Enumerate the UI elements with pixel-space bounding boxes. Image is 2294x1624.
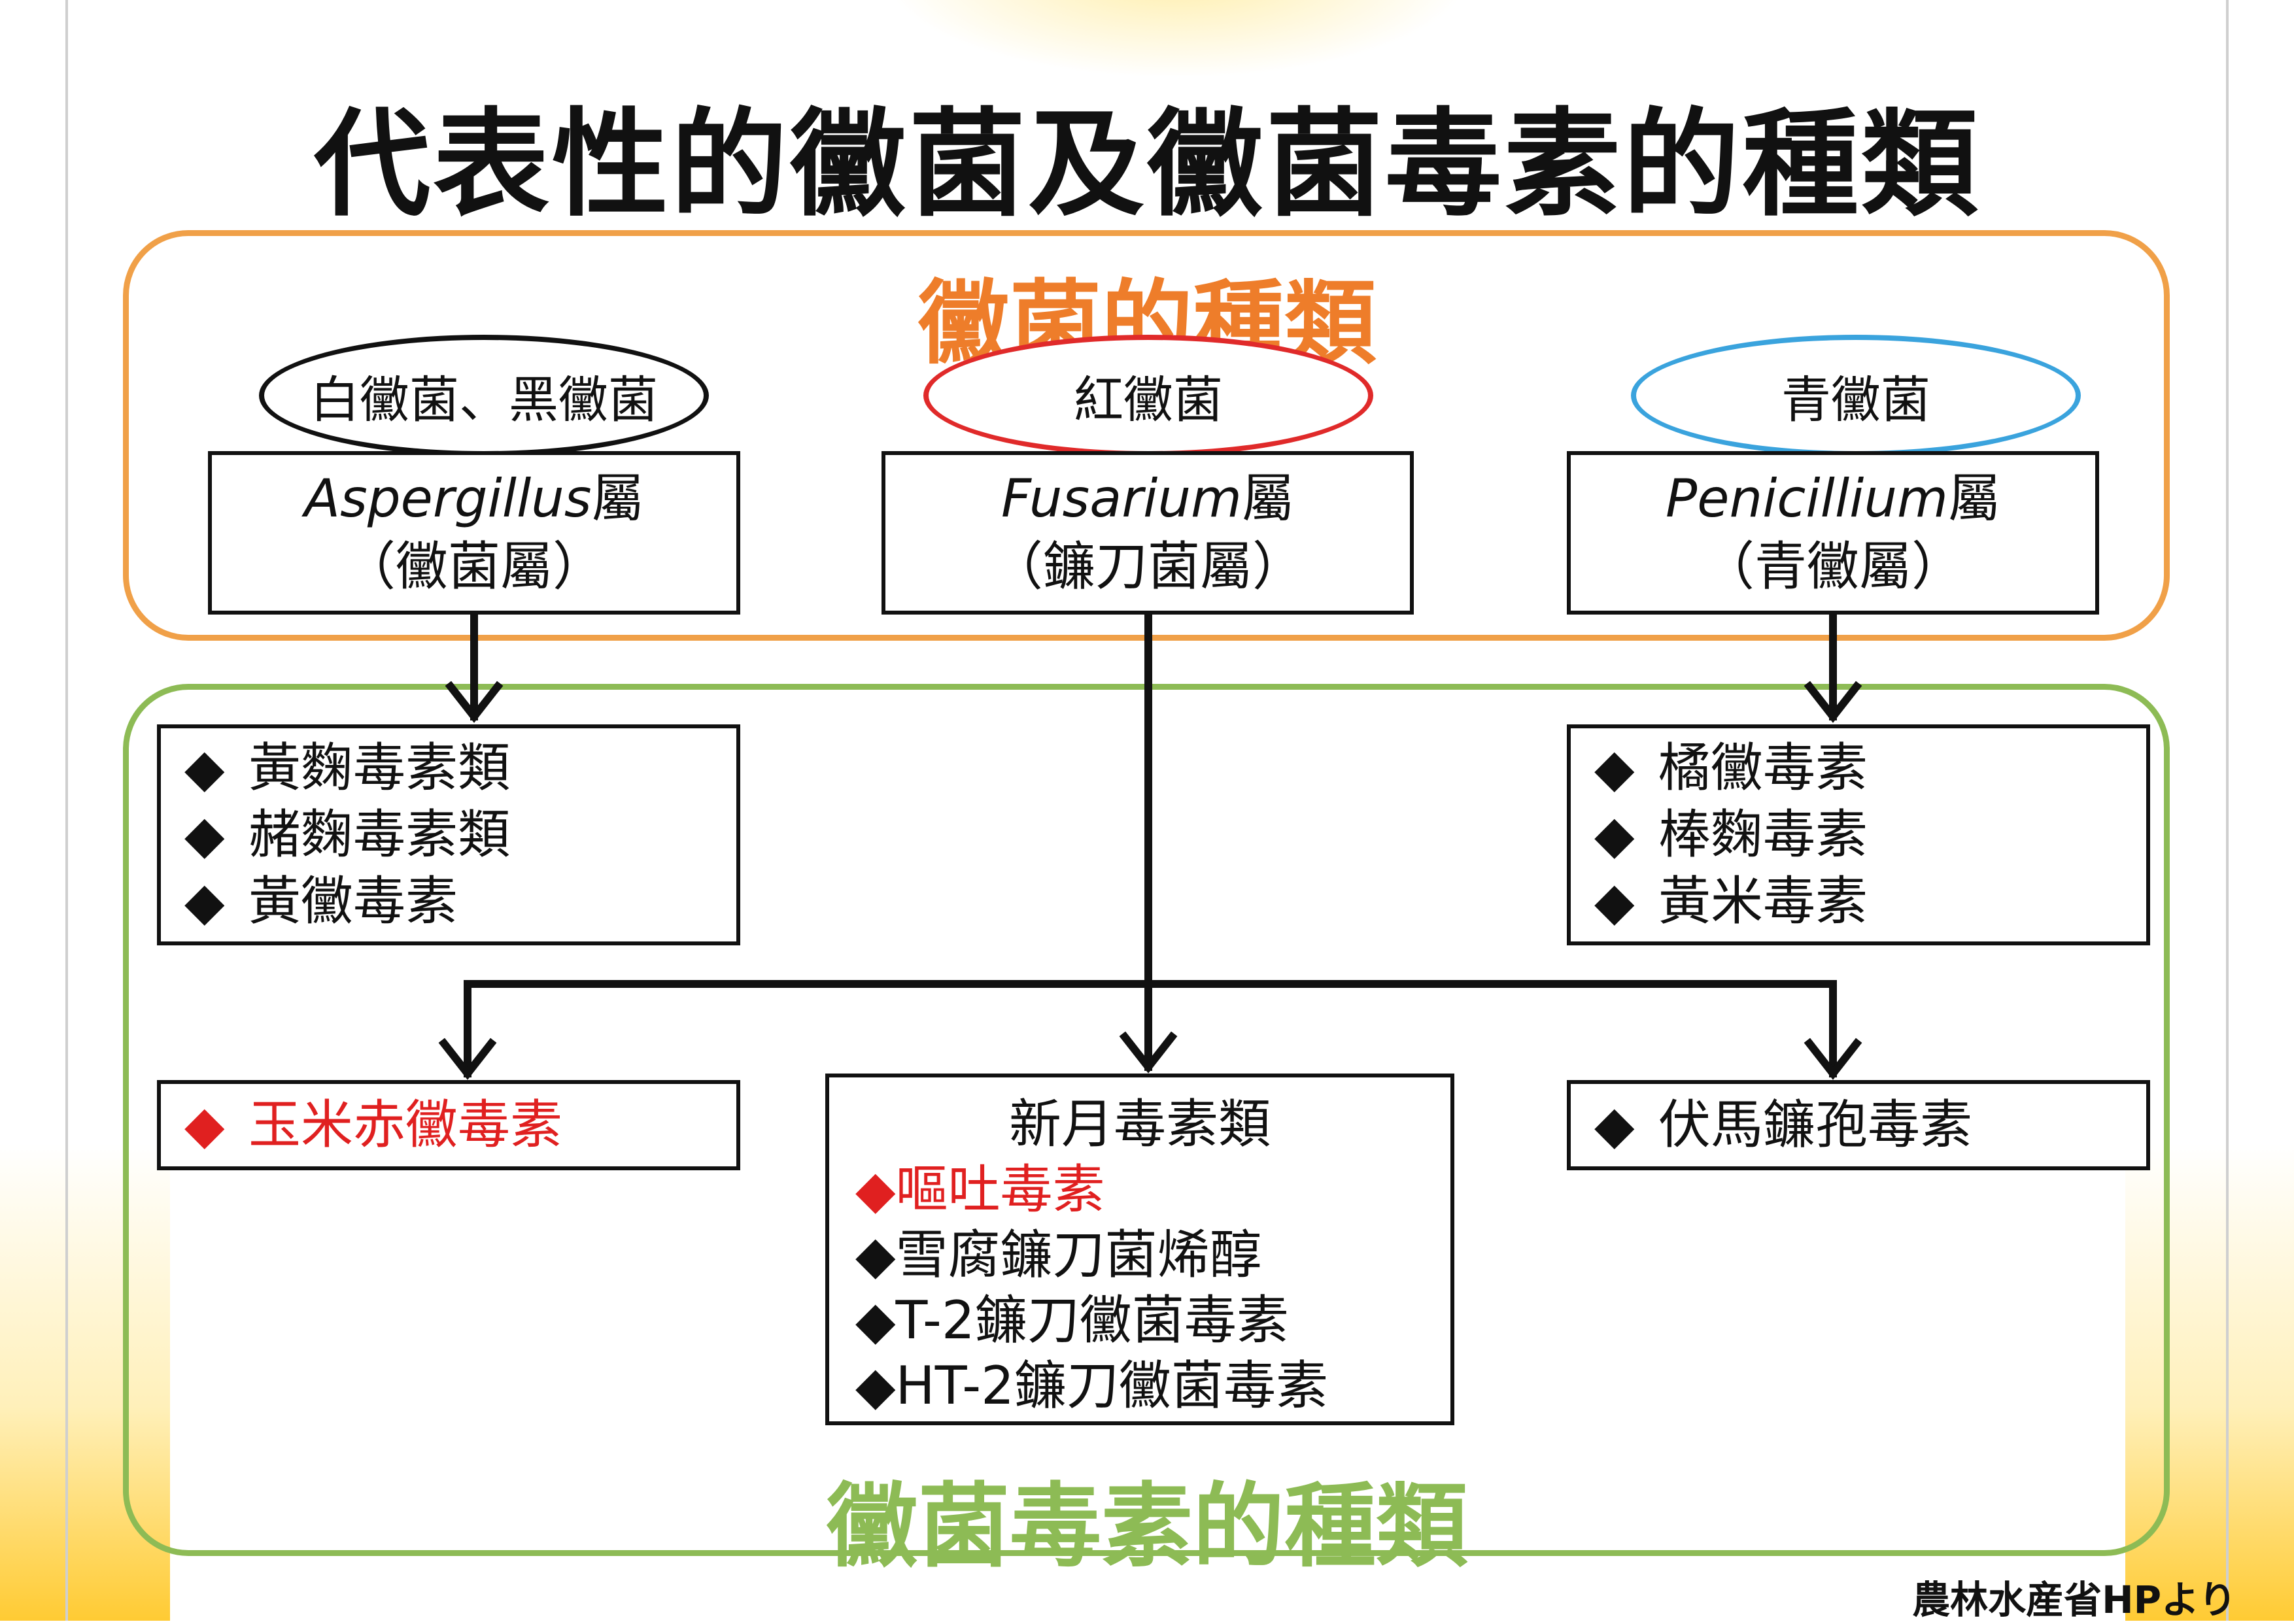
genus-latin: Penicillium [1666,468,1948,529]
diamond-bullet-icon: ◆ [1594,871,1635,932]
genus-name: Fusarium屬 [1001,465,1294,533]
toxin-name: T-2鐮刀黴菌毒素 [895,1290,1289,1351]
genus-latin: Aspergillus [304,468,592,529]
list-item: ◆HT-2鐮刀黴菌毒素 [855,1353,1450,1419]
list-item: ◆ 橘黴毒素 [1594,735,2146,802]
diamond-bullet-icon: ◆ [855,1355,896,1416]
list-item: ◆ 黃麴毒素類 [184,735,736,802]
ellipse-label: 白黴菌、黑黴菌 [310,371,658,429]
page-border-left [65,0,68,1621]
background-glow-left [0,1144,170,1621]
genus-suffix: 屬 [1947,468,2000,529]
list-item: ◆ 伏馬鐮孢毒素 [1594,1092,2146,1159]
ellipse-label: 紅黴菌 [1074,371,1223,429]
toxin-name: 橘黴毒素 [1658,737,1868,798]
list-item: ◆ 赭麴毒素類 [184,802,736,868]
genus-common-name: （黴菌屬） [343,536,605,597]
toxin-name: 黃麴毒素類 [248,737,510,798]
background-glow-top [883,0,1471,78]
ellipse-red-mold: 紅黴菌 [923,335,1373,456]
list-item: ◆ 黃米毒素 [1594,868,2146,935]
arrow-fumonisin-head [1804,1038,1862,1080]
genus-latin: Fusarium [1001,468,1242,529]
arrow-zearalenone-head [438,1038,497,1080]
ellipse-label: 青黴菌 [1781,371,1930,429]
source-credit: 農林水産省HPより [1912,1578,2236,1622]
genus-box-aspergillus: Aspergillus屬 （黴菌屬） [208,451,740,615]
diamond-bullet-icon: ◆ [184,737,225,798]
list-item: ◆嘔吐毒素 [855,1157,1450,1223]
diamond-bullet-icon: ◆ [855,1290,896,1351]
list-item: ◆T-2鐮刀黴菌毒素 [855,1288,1450,1353]
page-border-right [2226,0,2229,1621]
genus-name: Aspergillus屬 [304,465,643,533]
toxin-name: HT-2鐮刀黴菌毒素 [895,1355,1328,1416]
list-item: ◆ 玉米赤黴毒素 [184,1092,736,1159]
list-item: ◆雪腐鐮刀菌烯醇 [855,1223,1450,1288]
genus-box-penicillium: Penicillium屬 （青黴屬） [1567,451,2099,615]
genus-name: Penicillium屬 [1666,465,2000,533]
toxin-name: 黃米毒素 [1658,871,1868,932]
toxin-name: 雪腐鐮刀菌烯醇 [895,1225,1262,1285]
toxin-name: 棒麴毒素 [1658,804,1868,865]
list-item: ◆ 棒麴毒素 [1594,802,2146,868]
diamond-bullet-icon: ◆ [855,1159,896,1220]
penicillium-toxin-list: ◆ 橘黴毒素 ◆ 棒麴毒素 ◆ 黃米毒素 [1567,724,2150,945]
toxin-name: 玉米赤黴毒素 [248,1094,562,1155]
fumonisin-box: ◆ 伏馬鐮孢毒素 [1567,1080,2150,1170]
toxin-name: 赭麴毒素類 [248,804,510,865]
toxin-name: 黃黴毒素 [248,871,458,932]
diamond-bullet-icon: ◆ [184,804,225,865]
genus-suffix: 屬 [1241,468,1294,529]
zearalenone-box: ◆ 玉米赤黴毒素 [157,1080,740,1170]
diamond-bullet-icon: ◆ [1594,804,1635,865]
page-title: 代表性的黴菌及黴菌毒素的種類 [314,97,1980,232]
list-item: ◆ 黃黴毒素 [184,868,736,935]
aspergillus-toxin-list: ◆ 黃麴毒素類 ◆ 赭麴毒素類 ◆ 黃黴毒素 [157,724,740,945]
toxins-section-title: 黴菌毒素的種類 [826,1474,1467,1580]
genus-box-fusarium: Fusarium屬 （鐮刀菌屬） [882,451,1414,615]
genus-suffix: 屬 [591,468,644,529]
diamond-bullet-icon: ◆ [184,1094,225,1155]
diamond-bullet-icon: ◆ [184,871,225,932]
diamond-bullet-icon: ◆ [1594,737,1635,798]
diamond-bullet-icon: ◆ [855,1225,896,1285]
fusarium-toxin-list: 新月毒素類 ◆嘔吐毒素 ◆雪腐鐮刀菌烯醇 ◆T-2鐮刀黴菌毒素 ◆HT-2鐮刀黴… [825,1074,1454,1425]
ellipse-blue-mold: 青黴菌 [1631,335,2081,456]
arrow-fusarium-head [1119,1031,1178,1074]
arrow-aspergillus-head [445,681,504,723]
toxin-name: 嘔吐毒素 [895,1159,1105,1220]
arrow-penicillium-head [1804,681,1862,723]
diamond-bullet-icon: ◆ [1594,1094,1635,1155]
ellipse-white-black-mold: 白黴菌、黑黴菌 [259,335,709,456]
list-heading: 新月毒素類 [1009,1094,1271,1155]
toxin-name: 伏馬鐮孢毒素 [1658,1094,1972,1155]
genus-common-name: （青黴屬） [1702,536,1964,597]
background-glow-right [2125,1144,2294,1621]
genus-common-name: （鐮刀菌屬） [991,536,1305,597]
